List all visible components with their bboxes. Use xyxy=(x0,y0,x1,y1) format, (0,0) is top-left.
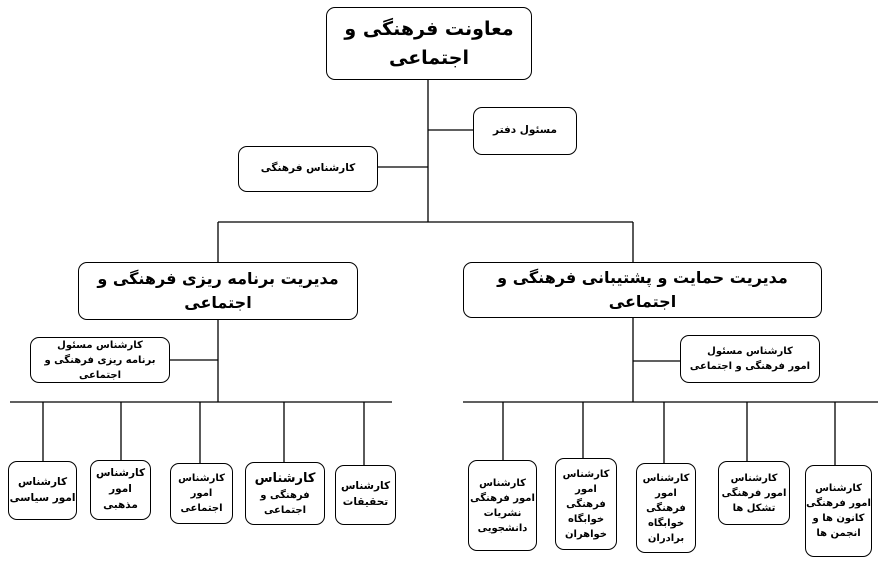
support-manager-box: مدیریت حمایت و پشتیبانی فرهنگی و اجتماعی xyxy=(463,262,822,318)
box-line: امور فرهنگی xyxy=(566,483,606,510)
office-head-label: مسئول دفتر xyxy=(493,124,557,137)
planning-manager-title: مدیریت برنامه ریزی فرهنگی و اجتماعی xyxy=(97,269,339,312)
box-line: کارشناس xyxy=(562,468,610,480)
box-line: کارشناس xyxy=(730,472,778,484)
expert-brothers-dorm-box: کارشناس امور فرهنگی خوابگاه برادران xyxy=(636,463,696,553)
box-line: کارشناس xyxy=(95,467,146,480)
expert-associations-box: کارشناس امور فرهنگی کانون ها و انجمن ها xyxy=(805,465,872,557)
box-line: خوابگاه xyxy=(647,517,685,529)
expert-cultural-social-box: کارشناس فرهنگی و اجتماعی xyxy=(245,462,325,525)
box-line: خوابگاه xyxy=(567,513,605,525)
cultural-expert-box: کارشناس فرهنگی xyxy=(238,146,378,192)
box-line: کارشناس xyxy=(178,473,225,484)
box-line: کارشناس مسئول xyxy=(707,346,793,357)
box-line: امور فرهنگی xyxy=(806,498,871,509)
expert-organizations-box: کارشناس امور فرهنگی تشکل ها xyxy=(718,461,790,525)
cultural-expert-label: کارشناس فرهنگی xyxy=(260,162,356,175)
box-line: کارشناس xyxy=(479,477,526,489)
box-line: انجمن ها xyxy=(816,528,861,539)
box-line: کارشناس xyxy=(815,483,862,494)
box-line: فرهنگی و اجتماعی xyxy=(260,490,310,517)
box-line: دانشجویی xyxy=(477,522,528,534)
expert-research-box: کارشناس تحقیقات xyxy=(335,465,396,525)
office-head-box: مسئول دفتر xyxy=(473,107,577,155)
support-manager-title: مدیریت حمایت و پشتیبانی فرهنگی و اجتماعی xyxy=(497,268,788,311)
box-line: کانون ها و xyxy=(812,513,865,524)
box-line: تشکل ها xyxy=(732,502,776,514)
box-line: تحقیقات xyxy=(342,496,389,508)
deputy-title: معاونت فرهنگی و اجتماعی xyxy=(344,18,514,69)
box-line: امور اجتماعی xyxy=(180,488,223,514)
deputy-box: معاونت فرهنگی و اجتماعی xyxy=(326,7,532,80)
expert-social-box: کارشناس امور اجتماعی xyxy=(170,463,233,524)
box-line: امور سیاسی xyxy=(9,491,76,504)
box-line: امور فرهنگی و اجتماعی xyxy=(689,361,811,372)
box-line: کارشناس xyxy=(254,470,316,486)
box-line: امور فرهنگی xyxy=(721,487,787,499)
box-line: کارشناس xyxy=(642,472,690,484)
support-senior-expert-box: کارشناس مسئول امور فرهنگی و اجتماعی xyxy=(680,335,820,383)
box-line: کارشناس مسئول xyxy=(57,339,143,351)
box-line: کارشناس xyxy=(340,480,391,493)
expert-religious-box: کارشناس امور مذهبی xyxy=(90,460,151,520)
box-line: امور فرهنگی xyxy=(470,492,535,504)
box-line: برادران xyxy=(647,532,685,544)
box-line: کارشناس xyxy=(17,475,68,488)
expert-sisters-dorm-box: کارشناس امور فرهنگی خوابگاه خواهران xyxy=(555,458,617,550)
box-line: امور فرهنگی xyxy=(646,487,686,514)
expert-publications-box: کارشناس امور فرهنگی نشریات دانشجویی xyxy=(468,460,537,551)
box-line: خواهران xyxy=(564,528,608,540)
box-line: نشریات xyxy=(483,507,522,519)
planning-senior-expert-box: کارشناس مسئول برنامه ریزی فرهنگی و اجتما… xyxy=(30,337,170,383)
box-line: امور مذهبی xyxy=(103,483,138,511)
planning-manager-box: مدیریت برنامه ریزی فرهنگی و اجتماعی xyxy=(78,262,358,320)
expert-political-box: کارشناس امور سیاسی xyxy=(8,461,77,520)
box-line: برنامه ریزی فرهنگی و اجتماعی xyxy=(44,354,156,381)
